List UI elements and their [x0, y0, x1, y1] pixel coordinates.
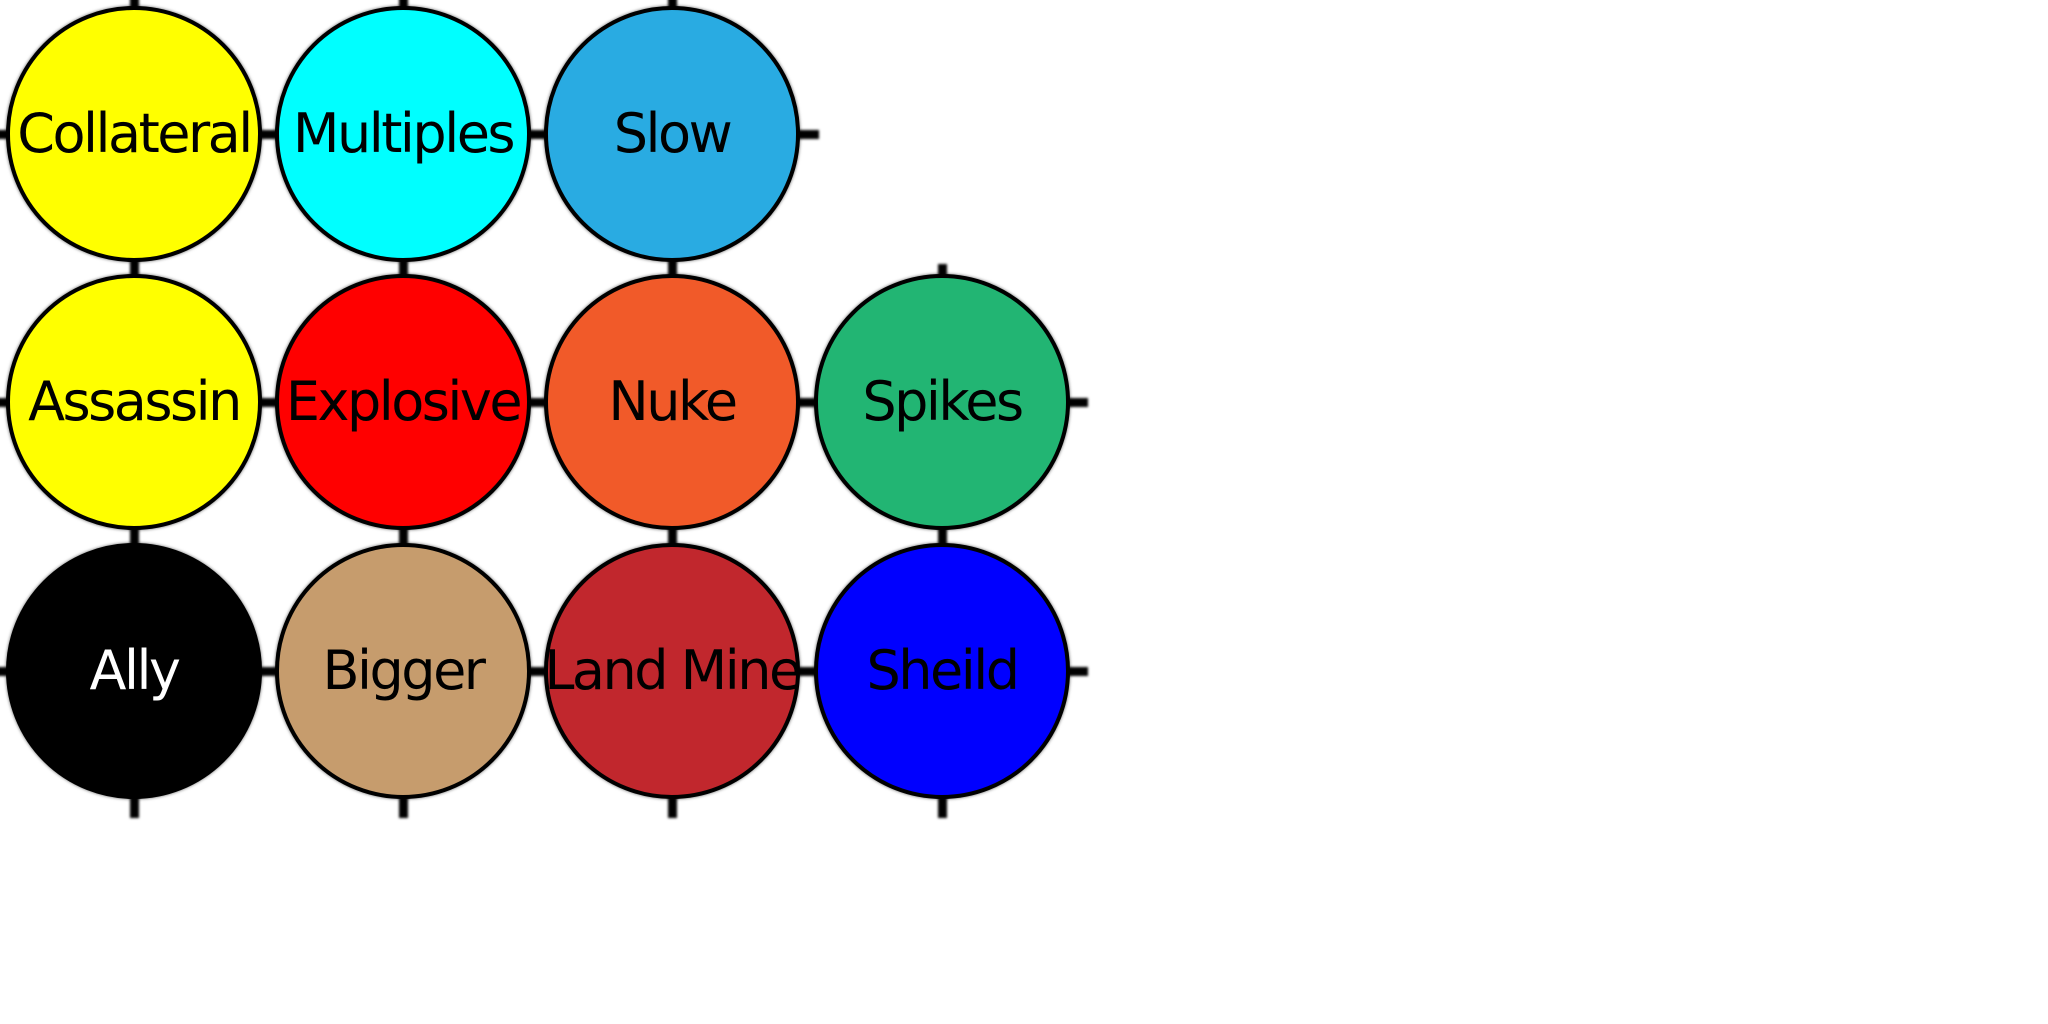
powerup-sheild[interactable]: Sheild — [814, 543, 1070, 799]
orb-connector — [797, 667, 819, 676]
orb-connector — [668, 258, 677, 280]
orb-connector — [1066, 667, 1088, 676]
powerup-label: Assassin — [28, 370, 242, 433]
powerup-ally[interactable]: Ally — [6, 543, 262, 799]
orb-connector — [399, 796, 408, 818]
orb-connector — [528, 398, 550, 407]
orb-connector — [259, 398, 281, 407]
orb-connector — [259, 130, 281, 139]
orb-connector — [259, 667, 281, 676]
powerup-label: Explosive — [285, 370, 523, 433]
orb-connector — [797, 130, 819, 139]
powerup-land-mine[interactable]: Land Mine — [544, 543, 802, 799]
orb-connector — [1066, 398, 1088, 407]
powerup-label: Land Mine — [544, 639, 802, 702]
orb-connector — [668, 796, 677, 818]
powerup-label: Collateral — [17, 102, 253, 165]
powerup-explosive[interactable]: Explosive — [275, 274, 531, 530]
orb-connector — [938, 796, 947, 818]
orb-connector — [399, 258, 408, 280]
powerup-multiples[interactable]: Multiples — [275, 6, 531, 262]
orb-connector — [797, 398, 819, 407]
powerup-collateral[interactable]: Collateral — [6, 6, 262, 262]
powerup-label: Sheild — [866, 639, 1020, 702]
powerup-slow[interactable]: Slow — [544, 6, 800, 262]
orb-connector — [938, 526, 947, 548]
powerup-assassin[interactable]: Assassin — [6, 274, 262, 530]
orb-connector — [399, 526, 408, 548]
orb-connector — [528, 667, 550, 676]
orb-connector — [130, 796, 139, 818]
powerup-nuke[interactable]: Nuke — [544, 274, 800, 530]
powerup-spikes[interactable]: Spikes — [814, 274, 1070, 530]
powerup-grid: Collateral Multiples Slow Assassin Explo… — [0, 0, 1100, 820]
orb-connector — [528, 130, 550, 139]
orb-connector — [130, 526, 139, 548]
powerup-label: Nuke — [608, 370, 738, 433]
powerup-label: Ally — [89, 639, 181, 702]
powerup-bigger[interactable]: Bigger — [275, 543, 531, 799]
orb-connector — [130, 258, 139, 280]
orb-connector — [668, 526, 677, 548]
powerup-label: Bigger — [322, 639, 486, 702]
powerup-label: Spikes — [862, 370, 1024, 433]
powerup-label: Multiples — [292, 102, 516, 165]
powerup-label: Slow — [613, 102, 733, 165]
